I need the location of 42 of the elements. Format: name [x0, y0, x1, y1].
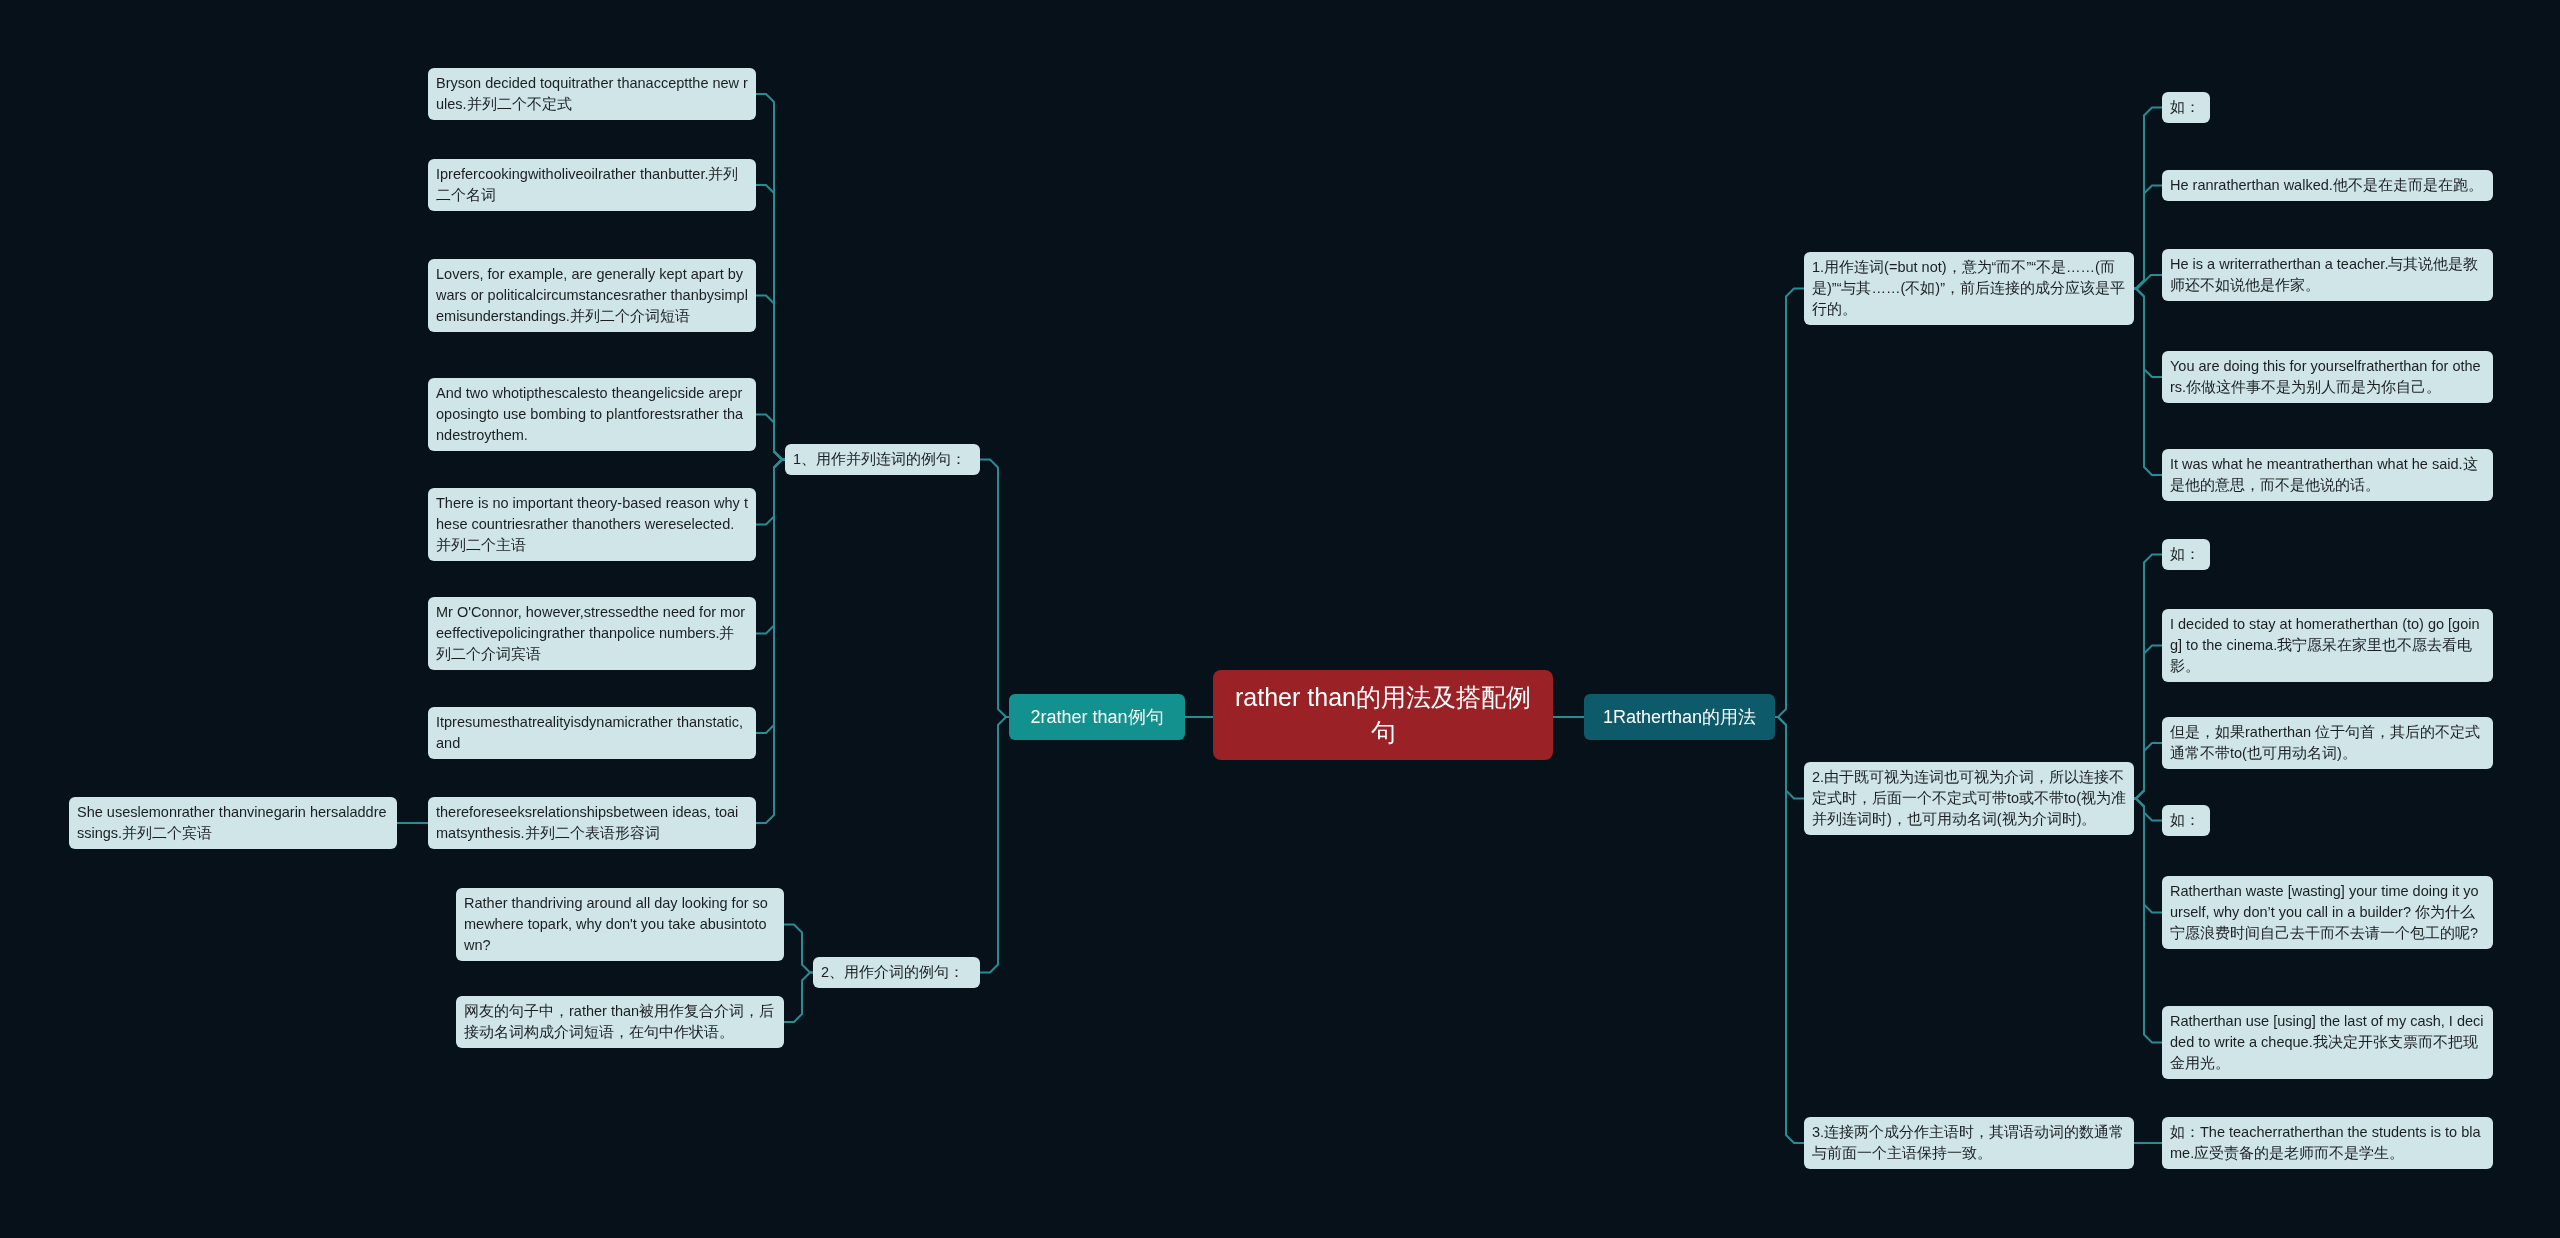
- connector-line: [1774, 716, 1805, 1144]
- topic-box: Itpresumesthatrealityisdynamicrather thanstatic, and: [428, 707, 756, 760]
- connector-line: [2133, 742, 2163, 800]
- central-topic: rather than的用法及搭配例句: [1213, 670, 1553, 760]
- topic-box: 如：: [2162, 91, 2210, 123]
- topic-box: 1.用作连词(=but not)，意为“而不”“不是……(而是)”“与其……(不如)”，前后连接的成分应该是平行的。: [1804, 251, 2134, 325]
- branch-topic: 1Ratherthan的用法: [1584, 694, 1775, 741]
- topic-box: Iprefercookingwitholiveoilrather thanbutter.并列二个名词: [428, 159, 756, 212]
- topic-box: Rather thandriving around all day looking for somewhere topark, why don't you take abusintotown?: [456, 887, 784, 961]
- topic-box: He is a writerratherthan a teacher.与其说他是教师还不如说他是作家。: [2162, 249, 2493, 302]
- connector-line: [396, 822, 429, 824]
- connector-line: [1184, 716, 1214, 718]
- topic-box: It was what he meantratherthan what he said.这是他的意思，而不是他说的话。: [2162, 449, 2493, 502]
- connector-line: [2133, 797, 2163, 1044]
- topic-box: He ranratherthan walked.他不是在走而是在跑。: [2162, 169, 2493, 201]
- topic-box: 3.连接两个成分作主语时，其谓语动词的数通常与前面一个主语保持一致。: [1804, 1117, 2134, 1170]
- topic-box: 2、用作介词的例句：: [813, 956, 980, 988]
- topic-box: Bryson decided toquitrather thanacceptthe new rules.并列二个不定式: [428, 68, 756, 121]
- topic-box: Ratherthan waste [wasting] your time doing it yourself, why don’t you call in a builder? 你为什么宁愿浪费时间自己去干而不去请一个包工的呢?: [2162, 875, 2493, 949]
- topic-box: She useslemonrather thanvinegarin hersaladdressings.并列二个宾语: [69, 797, 397, 850]
- topic-box: And two whotipthescalesto theangelicside areproposingto use bombing to plantforestsrather thandestroythem.: [428, 377, 756, 451]
- topic-box: I decided to stay at homeratherthan (to) go [going] to the cinema.我宁愿呆在家里也不愿去看电影。: [2162, 608, 2493, 682]
- topic-box: There is no important theory-based reason why these countriesrather thanothers wereselected.并列二个主语: [428, 487, 756, 561]
- topic-box: 如：: [2162, 538, 2210, 570]
- topic-box: Mr O'Connor, however,stressedthe need for moreeffectivepolicingrather thanpolice numbers.并列二个介词宾语: [428, 596, 756, 670]
- topic-box: You are doing this for yourselfratherthan for others.你做这件事不是为别人而是为你自己。: [2162, 351, 2493, 404]
- branch-topic: 2rather than例句: [1009, 694, 1185, 741]
- topic-box: 1、用作并列连词的例句：: [785, 443, 980, 475]
- connector-line: [979, 716, 1010, 974]
- topic-box: 网友的句子中，rather than被用作复合介词，后接动名词构成介词短语，在句中作状语。: [456, 996, 784, 1049]
- connector-line: [2133, 1142, 2163, 1144]
- connector-line: [2133, 287, 2163, 476]
- topic-box: Ratherthan use [using] the last of my cash, I decided to write a cheque.我决定开张支票而不把现金用光。: [2162, 1005, 2493, 1079]
- topic-box: 如：The teacherratherthan the students is to blame.应受责备的是老师而不是学生。: [2162, 1117, 2493, 1170]
- topic-box: Lovers, for example, are generally kept apart by wars or politicalcircumstancesrather thanbysimplemisunderstandings.并列二个介词短语: [428, 258, 756, 332]
- topic-box: 如：: [2162, 804, 2210, 836]
- topic-box: 2.由于既可视为连词也可视为介词，所以连接不定式时，后面一个不定式可带to或不带to(视为准并列连词时)，也可用动名词(视为介词时)。: [1804, 761, 2134, 835]
- connector-line: [2133, 184, 2163, 290]
- topic-box: 但是，如果ratherthan 位于句首，其后的不定式通常不带to(也可用动名词)。: [2162, 717, 2493, 770]
- connector-line: [1552, 716, 1585, 718]
- topic-box: thereforeseeksrelationshipsbetween ideas, toaimatsynthesis.并列二个表语形容词: [428, 797, 756, 850]
- connector-line: [783, 971, 814, 1023]
